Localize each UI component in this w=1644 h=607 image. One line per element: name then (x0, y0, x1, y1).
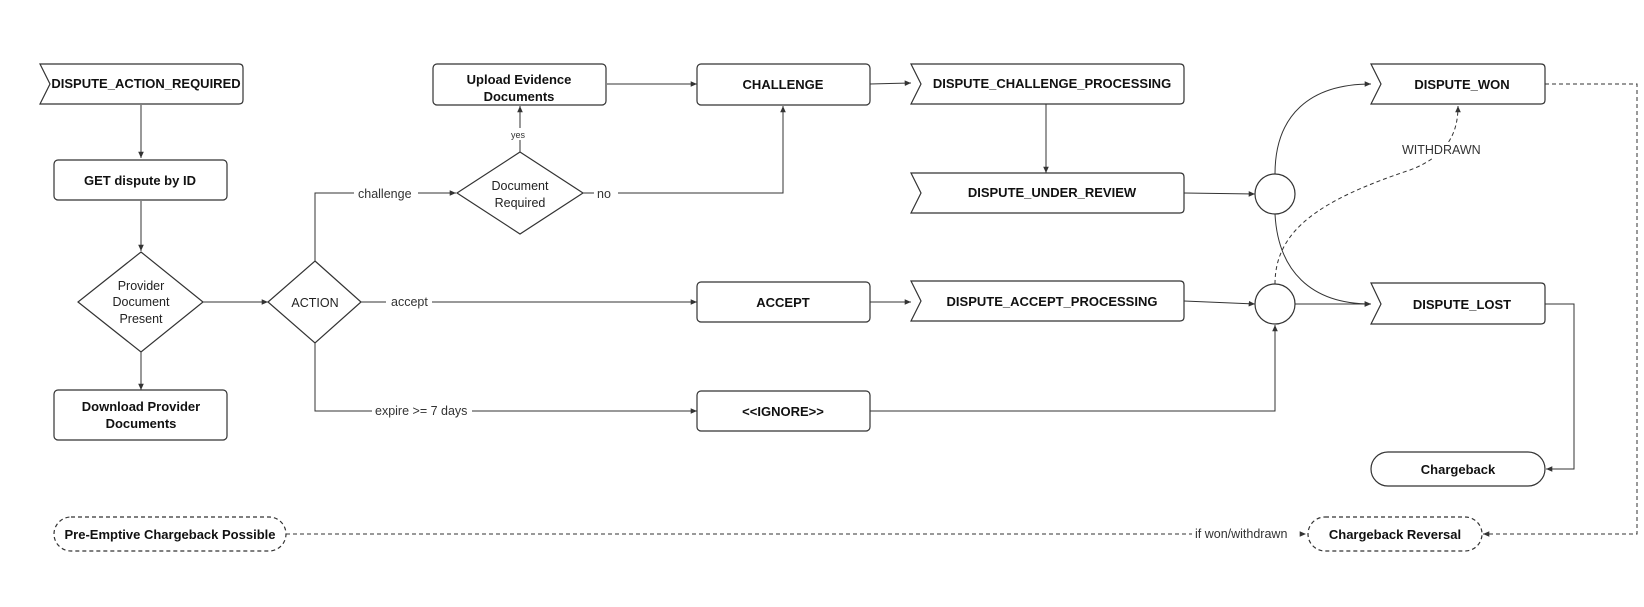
node-chargeback-reversal: Chargeback Reversal (1307, 516, 1483, 552)
edge-doc-required-no (583, 106, 786, 194)
svg-text:GET dispute by ID: GET dispute by ID (84, 173, 196, 188)
svg-text:ACTION: ACTION (291, 296, 338, 310)
node-ignore: <<IGNORE>> (696, 390, 871, 432)
edge-labels: challenge accept expire >= 7 days yes no… (354, 128, 1483, 542)
svg-text:Provider: Provider (118, 279, 165, 293)
svg-text:Document: Document (492, 179, 549, 193)
svg-text:Documents: Documents (106, 416, 177, 431)
edge-withdrawn (1274, 105, 1461, 285)
edge-challenge-to-processing (869, 80, 912, 86)
edge-ignore-to-junction (870, 325, 1278, 412)
svg-text:DISPUTE_LOST: DISPUTE_LOST (1413, 297, 1511, 312)
edge-lost-to-chargeback (1545, 303, 1575, 472)
node-dispute-accept-processing: DISPUTE_ACCEPT_PROCESSING (910, 280, 1185, 322)
node-upload-evidence: Upload Evidence Documents (432, 63, 607, 106)
node-download-provider-documents: Download Provider Documents (53, 389, 228, 441)
node-document-required: Document Required (455, 151, 585, 235)
svg-text:Chargeback Reversal: Chargeback Reversal (1329, 527, 1461, 542)
edge-won-to-reversal (1483, 83, 1638, 537)
svg-text:<<IGNORE>>: <<IGNORE>> (742, 404, 824, 419)
node-dispute-under-review: DISPUTE_UNDER_REVIEW (910, 172, 1185, 214)
junction-review (1254, 173, 1296, 215)
label-withdrawn: WITHDRAWN (1402, 143, 1481, 157)
edge-action-challenge (314, 190, 456, 261)
svg-text:Documents: Documents (484, 89, 555, 104)
edge-accept-processing-to-junction (1183, 300, 1256, 307)
label-no: no (597, 187, 611, 201)
svg-text:Present: Present (119, 312, 163, 326)
label-yes: yes (511, 130, 526, 140)
node-provider-document-present: Provider Document Present (77, 251, 204, 353)
nodes: DISPUTE_ACTION_REQUIRED DISPUTE_CHALLENG… (39, 63, 1546, 552)
svg-text:DISPUTE_WON: DISPUTE_WON (1414, 77, 1509, 92)
node-chargeback: Chargeback (1370, 451, 1546, 487)
edge-review-to-junction (1183, 191, 1256, 197)
svg-text:Download Provider: Download Provider (82, 399, 200, 414)
label-challenge: challenge (358, 187, 412, 201)
svg-text:DISPUTE_CHALLENGE_PROCESSING: DISPUTE_CHALLENGE_PROCESSING (933, 76, 1171, 91)
node-get-dispute: GET dispute by ID (53, 159, 228, 201)
node-dispute-challenge-processing: DISPUTE_CHALLENGE_PROCESSING (910, 63, 1185, 105)
svg-text:Pre-Emptive Chargeback Possibl: Pre-Emptive Chargeback Possible (65, 527, 276, 542)
svg-text:Document: Document (113, 295, 170, 309)
node-challenge: CHALLENGE (696, 63, 871, 106)
node-dispute-won: DISPUTE_WON (1370, 63, 1546, 105)
svg-text:DISPUTE_UNDER_REVIEW: DISPUTE_UNDER_REVIEW (968, 185, 1137, 200)
junction-accept (1254, 283, 1296, 325)
node-action: ACTION (267, 260, 362, 344)
svg-text:Chargeback: Chargeback (1421, 462, 1496, 477)
edge-action-expire (314, 343, 697, 414)
svg-text:DISPUTE_ACCEPT_PROCESSING: DISPUTE_ACCEPT_PROCESSING (947, 294, 1158, 309)
svg-text:CHALLENGE: CHALLENGE (743, 77, 824, 92)
node-accept: ACCEPT (696, 281, 871, 323)
node-dispute-action-required: DISPUTE_ACTION_REQUIRED (39, 63, 244, 105)
node-pre-emptive-chargeback: Pre-Emptive Chargeback Possible (53, 516, 287, 552)
label-if-won-withdrawn: if won/withdrawn (1195, 527, 1287, 541)
label-accept: accept (391, 295, 428, 309)
svg-text:Required: Required (495, 196, 546, 210)
edge-junction-to-won (1274, 81, 1372, 175)
label-expire: expire >= 7 days (375, 404, 467, 418)
svg-text:ACCEPT: ACCEPT (756, 295, 810, 310)
svg-text:DISPUTE_ACTION_REQUIRED: DISPUTE_ACTION_REQUIRED (51, 76, 240, 91)
edge-junction-to-lost (1274, 213, 1372, 307)
node-dispute-lost: DISPUTE_LOST (1370, 282, 1546, 325)
svg-text:Upload Evidence: Upload Evidence (467, 72, 572, 87)
